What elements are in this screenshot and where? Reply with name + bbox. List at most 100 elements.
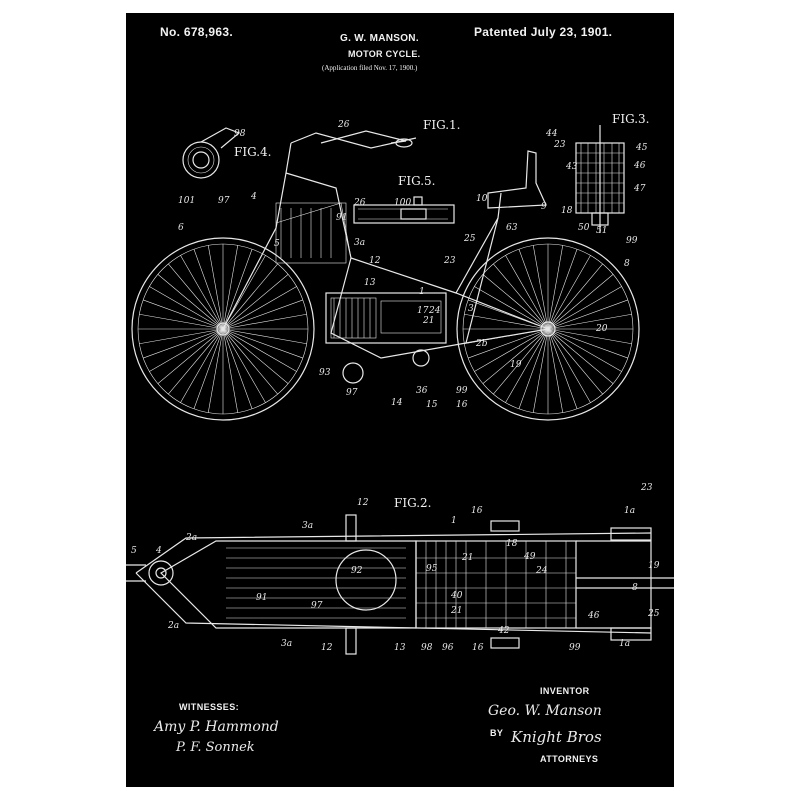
svg-text:25: 25 bbox=[647, 609, 660, 619]
fig4-label: FIG.4. bbox=[234, 145, 272, 159]
wheel-spoke bbox=[518, 328, 549, 409]
wheel-spoke bbox=[493, 328, 549, 395]
attorney-signature: Knight Bros bbox=[510, 728, 602, 746]
patented-date: Patented July 23, 1901. bbox=[474, 25, 613, 39]
svg-text:26: 26 bbox=[353, 198, 366, 208]
svg-text:91: 91 bbox=[256, 593, 267, 603]
handlebar-grip bbox=[395, 138, 413, 148]
wheel-spoke bbox=[222, 328, 297, 372]
wheel-spoke bbox=[482, 274, 549, 330]
svg-text:19: 19 bbox=[648, 561, 660, 571]
svg-text:23: 23 bbox=[443, 256, 456, 266]
svg-text:1: 1 bbox=[419, 287, 425, 297]
wheel-spoke bbox=[222, 245, 239, 330]
witness-signatures: Amy P. Hammond P. F. Sonnek bbox=[152, 719, 279, 755]
svg-text:1: 1 bbox=[451, 516, 457, 526]
fig3-drawing bbox=[575, 125, 625, 233]
wheel-spoke bbox=[547, 328, 622, 372]
wheel-spoke bbox=[222, 274, 289, 330]
svg-text:15: 15 bbox=[426, 400, 438, 410]
wheel-spoke bbox=[222, 299, 303, 330]
svg-text:1a: 1a bbox=[619, 639, 630, 649]
svg-text:50: 50 bbox=[578, 223, 590, 233]
wheel-spoke bbox=[547, 249, 578, 330]
wheel-spoke bbox=[547, 328, 564, 413]
fig1-motorcycle-drawing: 26 98 101 97 4 6 91 3a 12 13 1 5 26 100 … bbox=[126, 120, 674, 755]
svg-text:6: 6 bbox=[178, 223, 184, 233]
wheel-spoke bbox=[547, 328, 578, 409]
svg-text:5: 5 bbox=[274, 239, 280, 249]
svg-text:20: 20 bbox=[595, 324, 608, 334]
svg-text:9: 9 bbox=[541, 202, 547, 212]
wheel-spoke bbox=[157, 328, 224, 384]
wheel-spoke bbox=[532, 328, 549, 413]
svg-text:91: 91 bbox=[336, 213, 347, 223]
wheel-spoke bbox=[547, 245, 564, 330]
svg-text:100: 100 bbox=[394, 198, 411, 208]
svg-text:16: 16 bbox=[471, 506, 483, 516]
svg-text:97: 97 bbox=[311, 601, 323, 611]
svg-text:3a: 3a bbox=[302, 521, 313, 531]
wheel-spoke bbox=[474, 328, 549, 372]
svg-text:13: 13 bbox=[364, 278, 376, 288]
attorneys-label: ATTORNEYS bbox=[540, 754, 599, 764]
wheel-spoke bbox=[149, 328, 224, 372]
inventor-header: G. W. MANSON. bbox=[340, 33, 419, 44]
patent-poster: No. 678,963. G. W. MANSON. MOTOR CYCLE. … bbox=[126, 13, 674, 787]
wheel-spoke bbox=[222, 328, 303, 359]
wheel-spoke bbox=[180, 328, 224, 403]
svg-text:18: 18 bbox=[561, 206, 573, 216]
svg-text:40: 40 bbox=[450, 591, 463, 601]
engine bbox=[325, 292, 447, 384]
svg-text:19: 19 bbox=[510, 360, 522, 370]
svg-text:2a: 2a bbox=[185, 533, 197, 543]
by-label: BY bbox=[490, 728, 504, 738]
wheel-spoke bbox=[547, 328, 614, 384]
wheel-spoke bbox=[547, 263, 603, 330]
seat bbox=[487, 150, 547, 219]
wheel-spoke bbox=[505, 328, 549, 403]
wheel-spoke bbox=[139, 328, 224, 345]
inventor-signature: Geo. W. Manson bbox=[488, 703, 602, 719]
wheel-spoke bbox=[532, 245, 549, 330]
svg-text:51: 51 bbox=[596, 226, 607, 236]
wheel-spoke bbox=[222, 249, 253, 330]
fig2-label: FIG.2. bbox=[394, 496, 432, 510]
svg-text:3a: 3a bbox=[281, 639, 292, 649]
wheel-spoke bbox=[474, 286, 549, 330]
svg-text:47: 47 bbox=[633, 184, 646, 194]
svg-text:8: 8 bbox=[632, 583, 638, 593]
fig4-drawing bbox=[182, 127, 241, 179]
wheel-spoke bbox=[222, 286, 297, 330]
wheel-spoke bbox=[222, 328, 278, 395]
svg-text:3: 3 bbox=[468, 304, 474, 314]
svg-text:96: 96 bbox=[442, 643, 454, 653]
svg-text:18: 18 bbox=[506, 539, 518, 549]
wheel-spoke bbox=[222, 313, 307, 330]
svg-text:21: 21 bbox=[422, 316, 434, 326]
svg-text:43: 43 bbox=[565, 162, 578, 172]
svg-text:99: 99 bbox=[626, 236, 638, 246]
wheel-spoke bbox=[547, 255, 591, 330]
svg-text:13: 13 bbox=[394, 643, 406, 653]
svg-text:25: 25 bbox=[463, 234, 476, 244]
svg-text:46: 46 bbox=[587, 611, 600, 621]
svg-text:21: 21 bbox=[450, 606, 462, 616]
svg-text:63: 63 bbox=[506, 223, 518, 233]
svg-text:2b: 2b bbox=[475, 339, 488, 349]
fig5-label: FIG.5. bbox=[398, 174, 436, 188]
svg-text:4: 4 bbox=[250, 192, 257, 202]
svg-text:98: 98 bbox=[234, 129, 246, 139]
wheel-spoke bbox=[547, 286, 622, 330]
wheel-spoke bbox=[547, 313, 632, 330]
svg-text:24: 24 bbox=[535, 566, 548, 576]
wheel-spoke bbox=[547, 328, 603, 395]
wheel-spoke bbox=[168, 328, 224, 395]
fig2-drawing bbox=[126, 514, 674, 655]
svg-text:3a: 3a bbox=[354, 238, 365, 248]
svg-text:Amy P. Hammond: Amy P. Hammond bbox=[152, 719, 279, 735]
svg-text:45: 45 bbox=[635, 143, 648, 153]
svg-text:Knight Bros: Knight Bros bbox=[510, 728, 602, 746]
wheel-spoke bbox=[157, 274, 224, 330]
svg-text:5: 5 bbox=[131, 546, 137, 556]
